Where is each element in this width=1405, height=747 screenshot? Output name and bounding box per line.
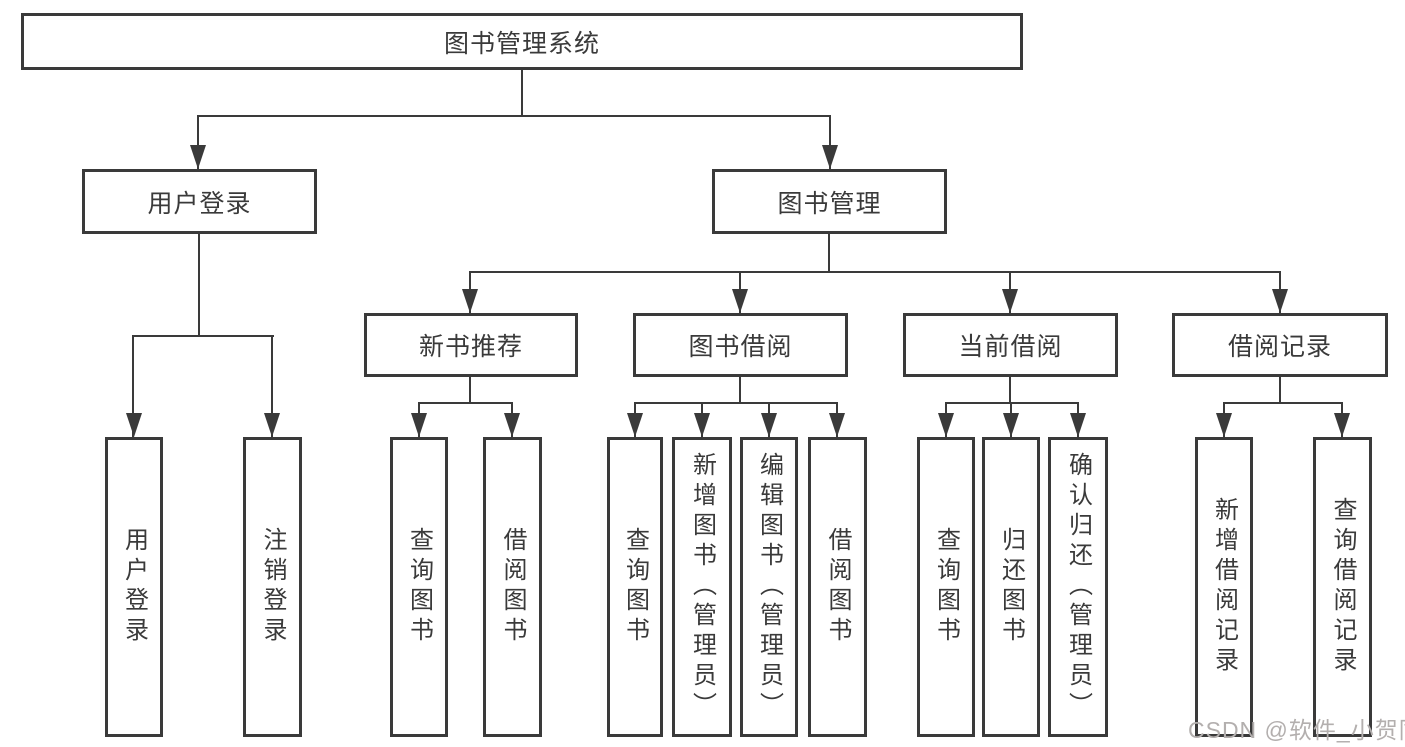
connector-line [419,402,513,404]
leaf-add-borrow-record: 新增借阅记录 [1195,437,1253,737]
connector-line [828,232,830,273]
node-book-borrow: 图书借阅 [633,313,848,377]
arrow-down-icon [264,413,280,437]
leaf-add-books-admin: 新增图书（管理员） [672,437,732,737]
connector-line [1224,402,1343,404]
node-current-borrow: 当前借阅 [903,313,1118,377]
arrow-down-icon [1070,413,1086,437]
connector-line [198,232,200,337]
connector-line [1009,375,1011,403]
connector-line [133,335,274,337]
arrow-down-icon [411,413,427,437]
node-label: 当前借阅 [958,333,1063,361]
node-label: 新增借阅记录 [1210,497,1238,677]
arrow-down-icon [627,413,643,437]
connector-line [132,335,134,437]
connector-line [829,115,831,169]
node-label: 注销登录 [259,527,286,647]
node-label: 用户登录 [120,527,148,647]
node-label: 用户登录 [147,189,252,218]
node-label: 图书借阅 [688,333,793,361]
node-new-book-recommend: 新书推荐 [364,313,578,377]
arrow-down-icon [1272,289,1288,313]
leaf-query-books-recommend: 查询图书 [390,437,448,737]
node-label: 查询图书 [405,527,433,647]
node-label: 借阅图书 [499,527,526,647]
node-label: 借阅图书 [824,527,851,647]
arrow-down-icon [1002,289,1018,313]
leaf-query-books-current: 查询图书 [917,437,975,737]
arrow-down-icon [126,413,142,437]
arrow-down-icon [504,413,520,437]
node-root-library-management-system: 图书管理系统 [21,13,1023,70]
connector-line [271,335,273,437]
leaf-edit-books-admin: 编辑图书（管理员） [740,437,798,737]
csdn-watermark: CSDN @软件_小贺同学 [1188,717,1405,743]
node-book-management: 图书管理 [712,169,947,234]
arrow-down-icon [732,289,748,313]
node-label: 查询图书 [621,527,649,647]
node-label: 图书管理系统 [443,29,600,58]
node-label: 查询借阅记录 [1329,497,1356,677]
arrow-down-icon [1334,413,1350,437]
arrow-down-icon [761,413,777,437]
leaf-logout: 注销登录 [243,437,302,737]
arrow-down-icon [1003,413,1019,437]
node-label: 新书推荐 [418,333,523,361]
connector-line [197,115,199,169]
connector-line [739,375,741,403]
leaf-user-login: 用户登录 [105,437,163,737]
arrow-down-icon [938,413,954,437]
connector-line [635,402,838,404]
arrow-down-icon [462,289,478,313]
node-label: 新增图书（管理员） [688,452,716,722]
node-label: 图书管理 [777,189,882,218]
connector-line [197,115,831,117]
node-label: 查询图书 [932,527,960,647]
arrow-down-icon [829,413,845,437]
node-label: 确认归还（管理员） [1064,452,1092,722]
leaf-borrow-books: 借阅图书 [808,437,867,737]
connector-line [469,375,471,403]
leaf-query-borrow-record: 查询借阅记录 [1313,437,1372,737]
connector-line [470,271,1281,273]
node-label: 编辑图书（管理员） [755,452,783,722]
arrow-down-icon [190,145,206,169]
leaf-return-books: 归还图书 [982,437,1040,737]
connector-line [1279,375,1281,403]
leaf-query-books-borrow: 查询图书 [607,437,663,737]
node-label: 归还图书 [997,527,1025,647]
arrow-down-icon [822,145,838,169]
node-borrow-records: 借阅记录 [1172,313,1388,377]
connector-line [521,68,523,117]
arrow-down-icon [1216,413,1232,437]
node-user-login: 用户登录 [82,169,317,234]
leaf-borrow-books-recommend: 借阅图书 [483,437,542,737]
node-label: 借阅记录 [1227,333,1332,361]
connector-line [946,402,1079,404]
leaf-confirm-return-admin: 确认归还（管理员） [1048,437,1108,737]
arrow-down-icon [694,413,710,437]
